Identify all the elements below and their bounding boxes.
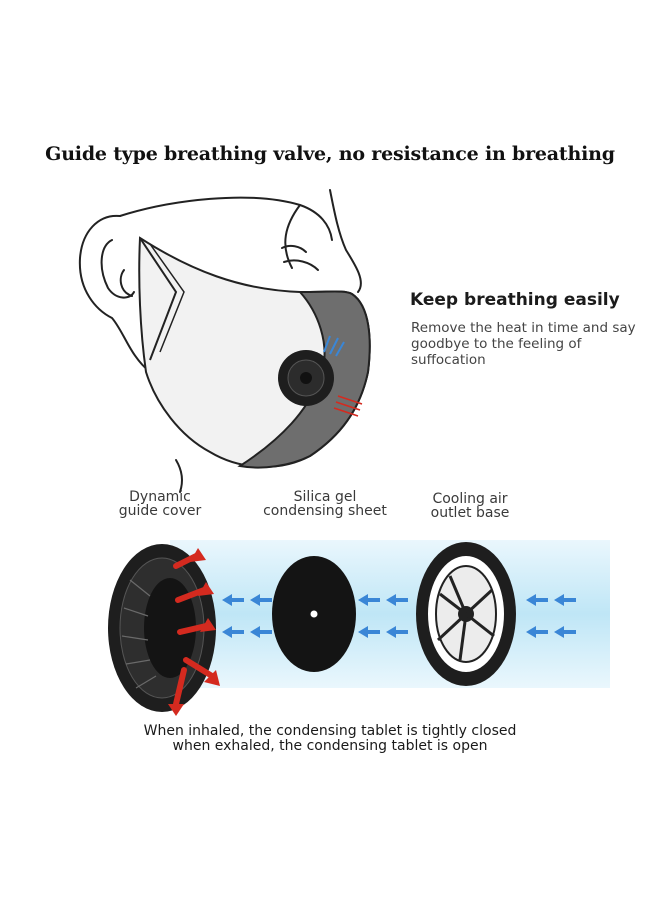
breath-out-icon: [333, 395, 363, 417]
part-label-line: condensing sheet: [263, 503, 387, 519]
head-outline: [78, 189, 362, 493]
part-label-line: guide cover: [118, 503, 202, 519]
part-label-line: Silica gel: [293, 489, 357, 505]
part-label-outlet-base: Cooling air outlet base: [410, 492, 530, 520]
exhale-arrowheads: [168, 548, 220, 716]
ear-strap: [139, 237, 178, 361]
part-label-silica-sheet: Silica gel condensing sheet: [250, 490, 400, 518]
part-label-line: outlet base: [430, 505, 510, 521]
guide-cover: [108, 544, 216, 712]
feature-title: Keep breathing easily: [410, 290, 620, 310]
inhale-arrows: [222, 594, 576, 638]
part-label-line: Dynamic: [129, 489, 191, 505]
part-label-line: Cooling air: [432, 491, 508, 507]
breath-in-icon: [323, 335, 345, 357]
feature-description: Remove the heat in time and say goodbye …: [411, 320, 636, 368]
caption-line-1: When inhaled, the condensing tablet is t…: [143, 723, 517, 739]
airflow-band: [170, 540, 610, 688]
part-label-guide-cover: Dynamic guide cover: [100, 490, 220, 518]
caption-line-2: when exhaled, the condensing tablet is o…: [172, 738, 488, 754]
headline: Guide type breathing valve, no resistanc…: [45, 143, 615, 165]
outlet-base: [416, 542, 516, 686]
valve-on-mask: [278, 350, 334, 406]
silica-sheet: [272, 556, 356, 672]
